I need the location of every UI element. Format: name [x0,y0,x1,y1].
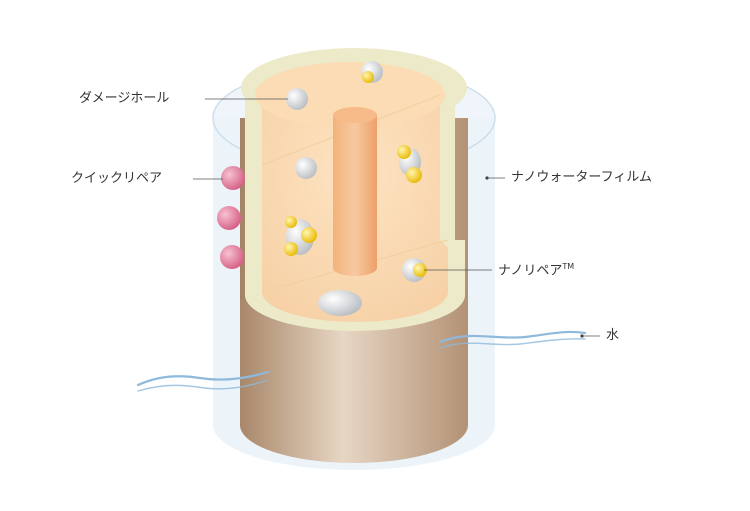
leader-lines [193,98,600,337]
label-nano-water-film: ナノウォーターフィルム [511,170,653,185]
leader-dots [485,176,584,338]
pink-particles [217,166,245,269]
label-nano-repair: ナノリペアTM [498,262,575,279]
label-nano-repair-tm: TM [562,262,575,271]
label-quick-repair: クイックリペア [71,171,163,186]
gray-particles [286,61,426,316]
yellow-particles [284,71,427,277]
label-nano-repair-text: ナノリペア [498,263,563,279]
label-water: 水 [606,328,620,343]
label-damage-hole: ダメージホール [79,91,170,106]
hair-cortex [241,48,467,331]
water-waves [136,330,587,392]
